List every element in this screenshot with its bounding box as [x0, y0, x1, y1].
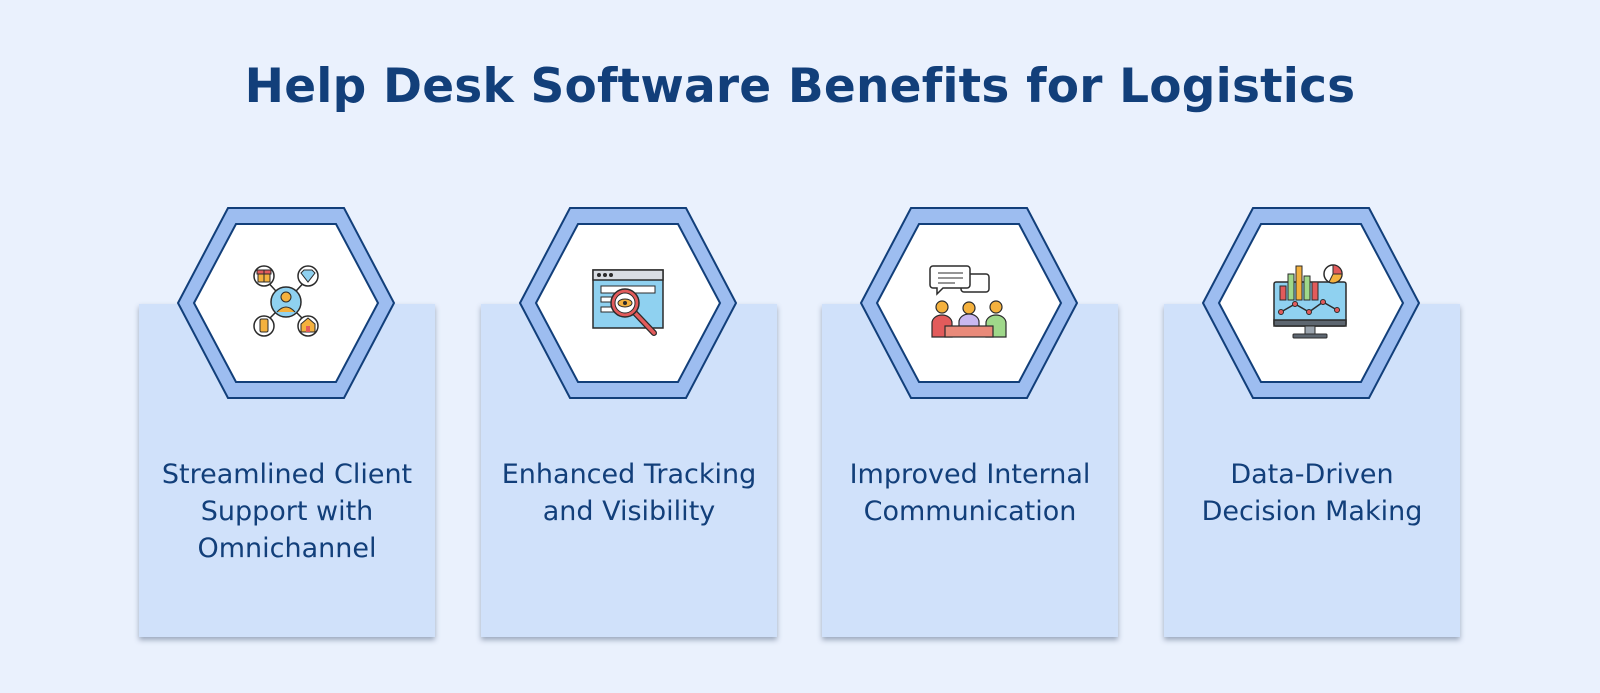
analytics-dashboard-icon [1273, 264, 1347, 339]
omnichannel-network-icon [253, 265, 319, 337]
team-communication-icon [929, 265, 1007, 338]
benefit-label: Streamlined Client Support with Omnichan… [161, 459, 413, 564]
benefit-label: Data-Driven Decision Making [1201, 459, 1423, 527]
tracking-magnifier-icon [592, 269, 664, 336]
benefit-label: Improved Internal Communication [849, 459, 1091, 527]
benefit-label: Enhanced Tracking and Visibility [501, 459, 757, 527]
page-title: Help Desk Software Benefits for Logistic… [244, 59, 1356, 114]
